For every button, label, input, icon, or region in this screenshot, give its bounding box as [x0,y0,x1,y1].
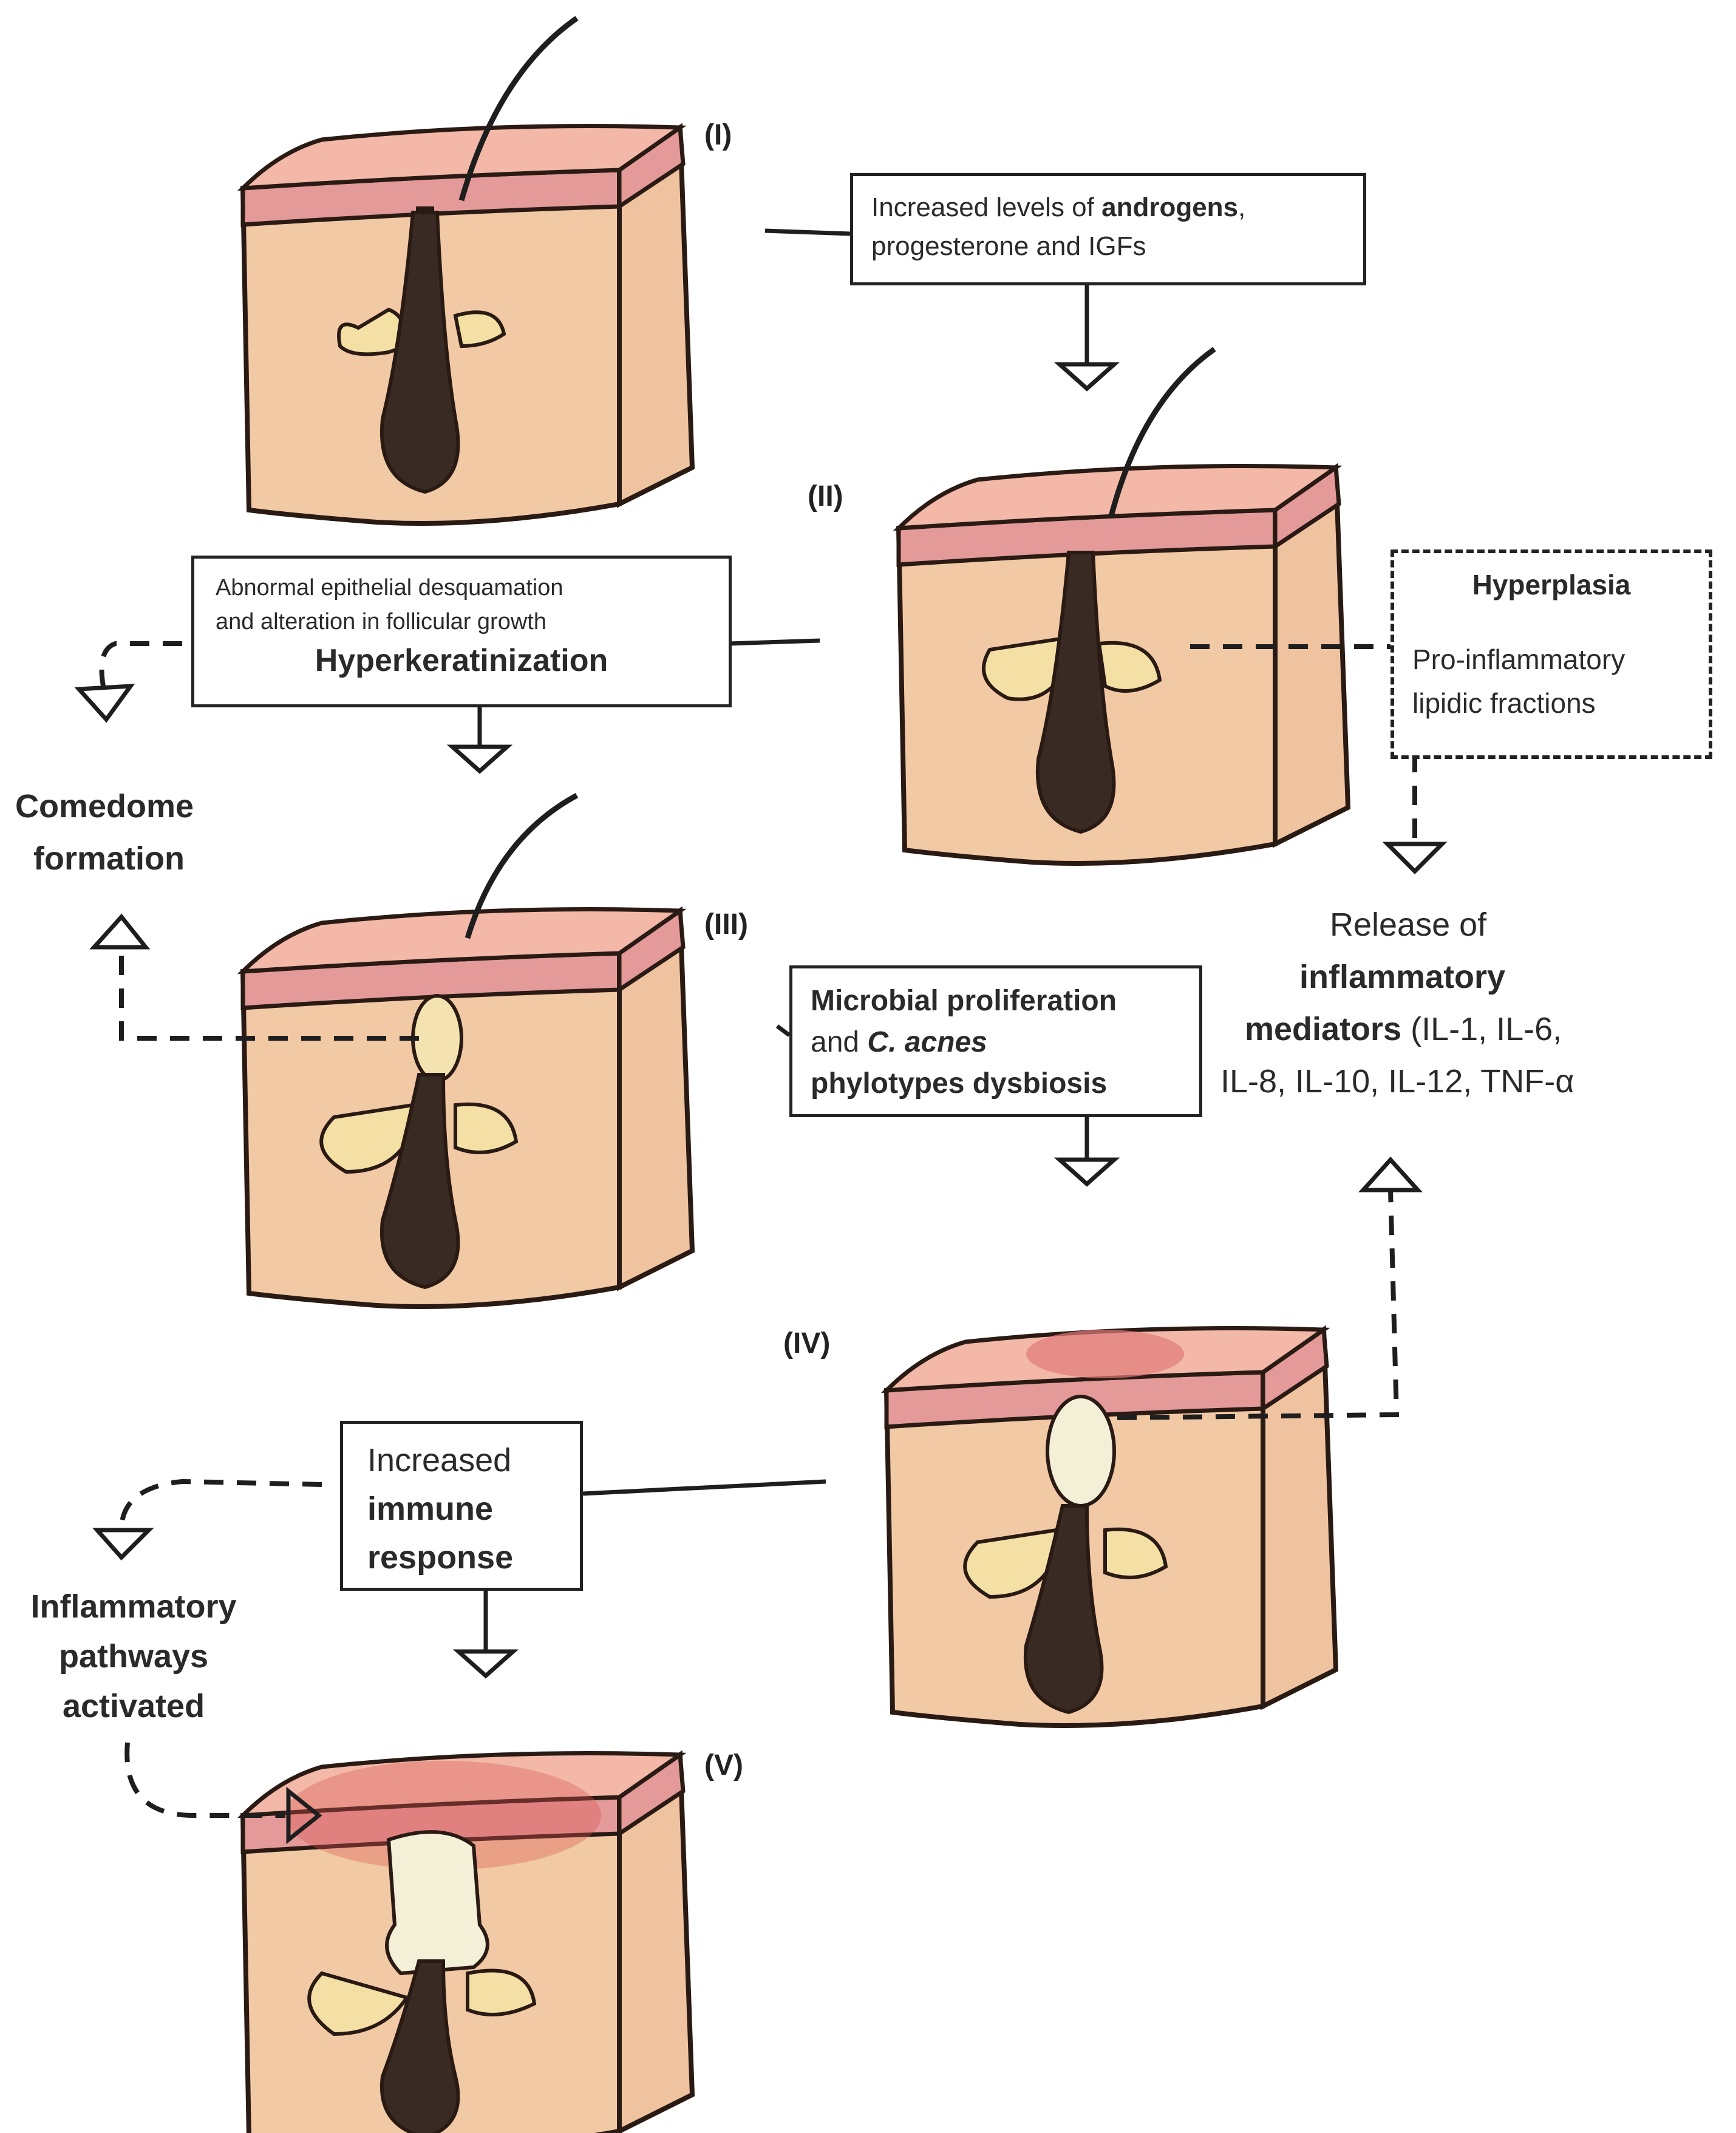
inflammatory-pathways-label: Inflammatory pathways activated [15,1582,252,1731]
stage-label-1: (I) [704,119,732,151]
hormones-text-a: Increased levels of [871,192,1102,222]
microbial-line3: phylotypes dysbiosis [811,1067,1108,1100]
immune-line1: Increased [367,1442,512,1478]
hyperkeratinization-box: Abnormal epithelial desquamation and alt… [191,556,732,707]
stage-label-5: (V) [704,1749,743,1781]
lipid-line2: lipidic fractions [1412,687,1596,719]
immune-line2: immune [367,1491,494,1527]
hormones-text-b: , [1238,192,1246,222]
stage-label-4: (IV) [783,1327,831,1359]
immune-response-box: Increased immune response [340,1421,583,1591]
comedome-line1: Comedome [15,788,194,825]
release-line3-bold: mediators [1245,1011,1402,1047]
release-line3-rest: (IL-1, IL-6, [1401,1011,1562,1047]
lipid-line1: Pro-inflammatory [1412,644,1625,675]
skin-block-stage-2 [899,466,1348,864]
comedome-formation-label: Comedome formation [15,780,194,885]
pathways-line2: pathways [58,1638,209,1675]
stage-label-2: (II) [808,480,843,512]
arrow-IV-to-V [452,1591,519,1679]
microbial-line2a: and [811,1026,868,1058]
hyperkeratinization-title: Hyperkeratinization [315,643,608,678]
skin-block-stage-1 [243,126,692,524]
desquamation-line2: and alteration in follicular growth [216,609,546,634]
release-line4: IL-8, IL-10, IL-12, TNF-α [1220,1063,1574,1100]
pathways-line3: activated [62,1688,205,1724]
release-line1: Release of [1330,907,1487,943]
desquamation-line1: Abnormal epithelial desquamation [216,575,563,600]
c-acnes-text: C. acnes [867,1026,987,1058]
arrow-II-to-III [446,704,513,774]
arrow-III-to-IV [1054,1117,1120,1187]
skin-block-stage-5 [243,1754,692,2133]
androgens-text: androgens [1101,192,1239,222]
skin-block-stage-4 [887,1328,1336,1726]
microbial-box: Microbial proliferation and C. acnes phy… [789,965,1202,1117]
arrow-I-to-II [1054,285,1120,392]
comedome-line2: formation [33,840,185,877]
pathways-line1: Inflammatory [30,1588,237,1625]
hormones-line2: progesterone and IGFs [871,231,1146,261]
inflammatory-mediators-label: Release of inflammatory mediators (IL-1,… [1220,899,1574,1107]
stage-label-3: (III) [704,908,748,941]
hormones-box: Increased levels of androgens, progester… [850,173,1366,285]
immune-line3: response [367,1539,514,1576]
hyperplasia-title: Hyperplasia [1472,569,1631,600]
skin-block-stage-3 [243,910,692,1307]
release-line2: inflammatory [1299,959,1506,995]
hyperplasia-box: Hyperplasia Pro-inflammatory lipidic fra… [1391,549,1712,759]
microbial-line1: Microbial proliferation [811,985,1117,1017]
